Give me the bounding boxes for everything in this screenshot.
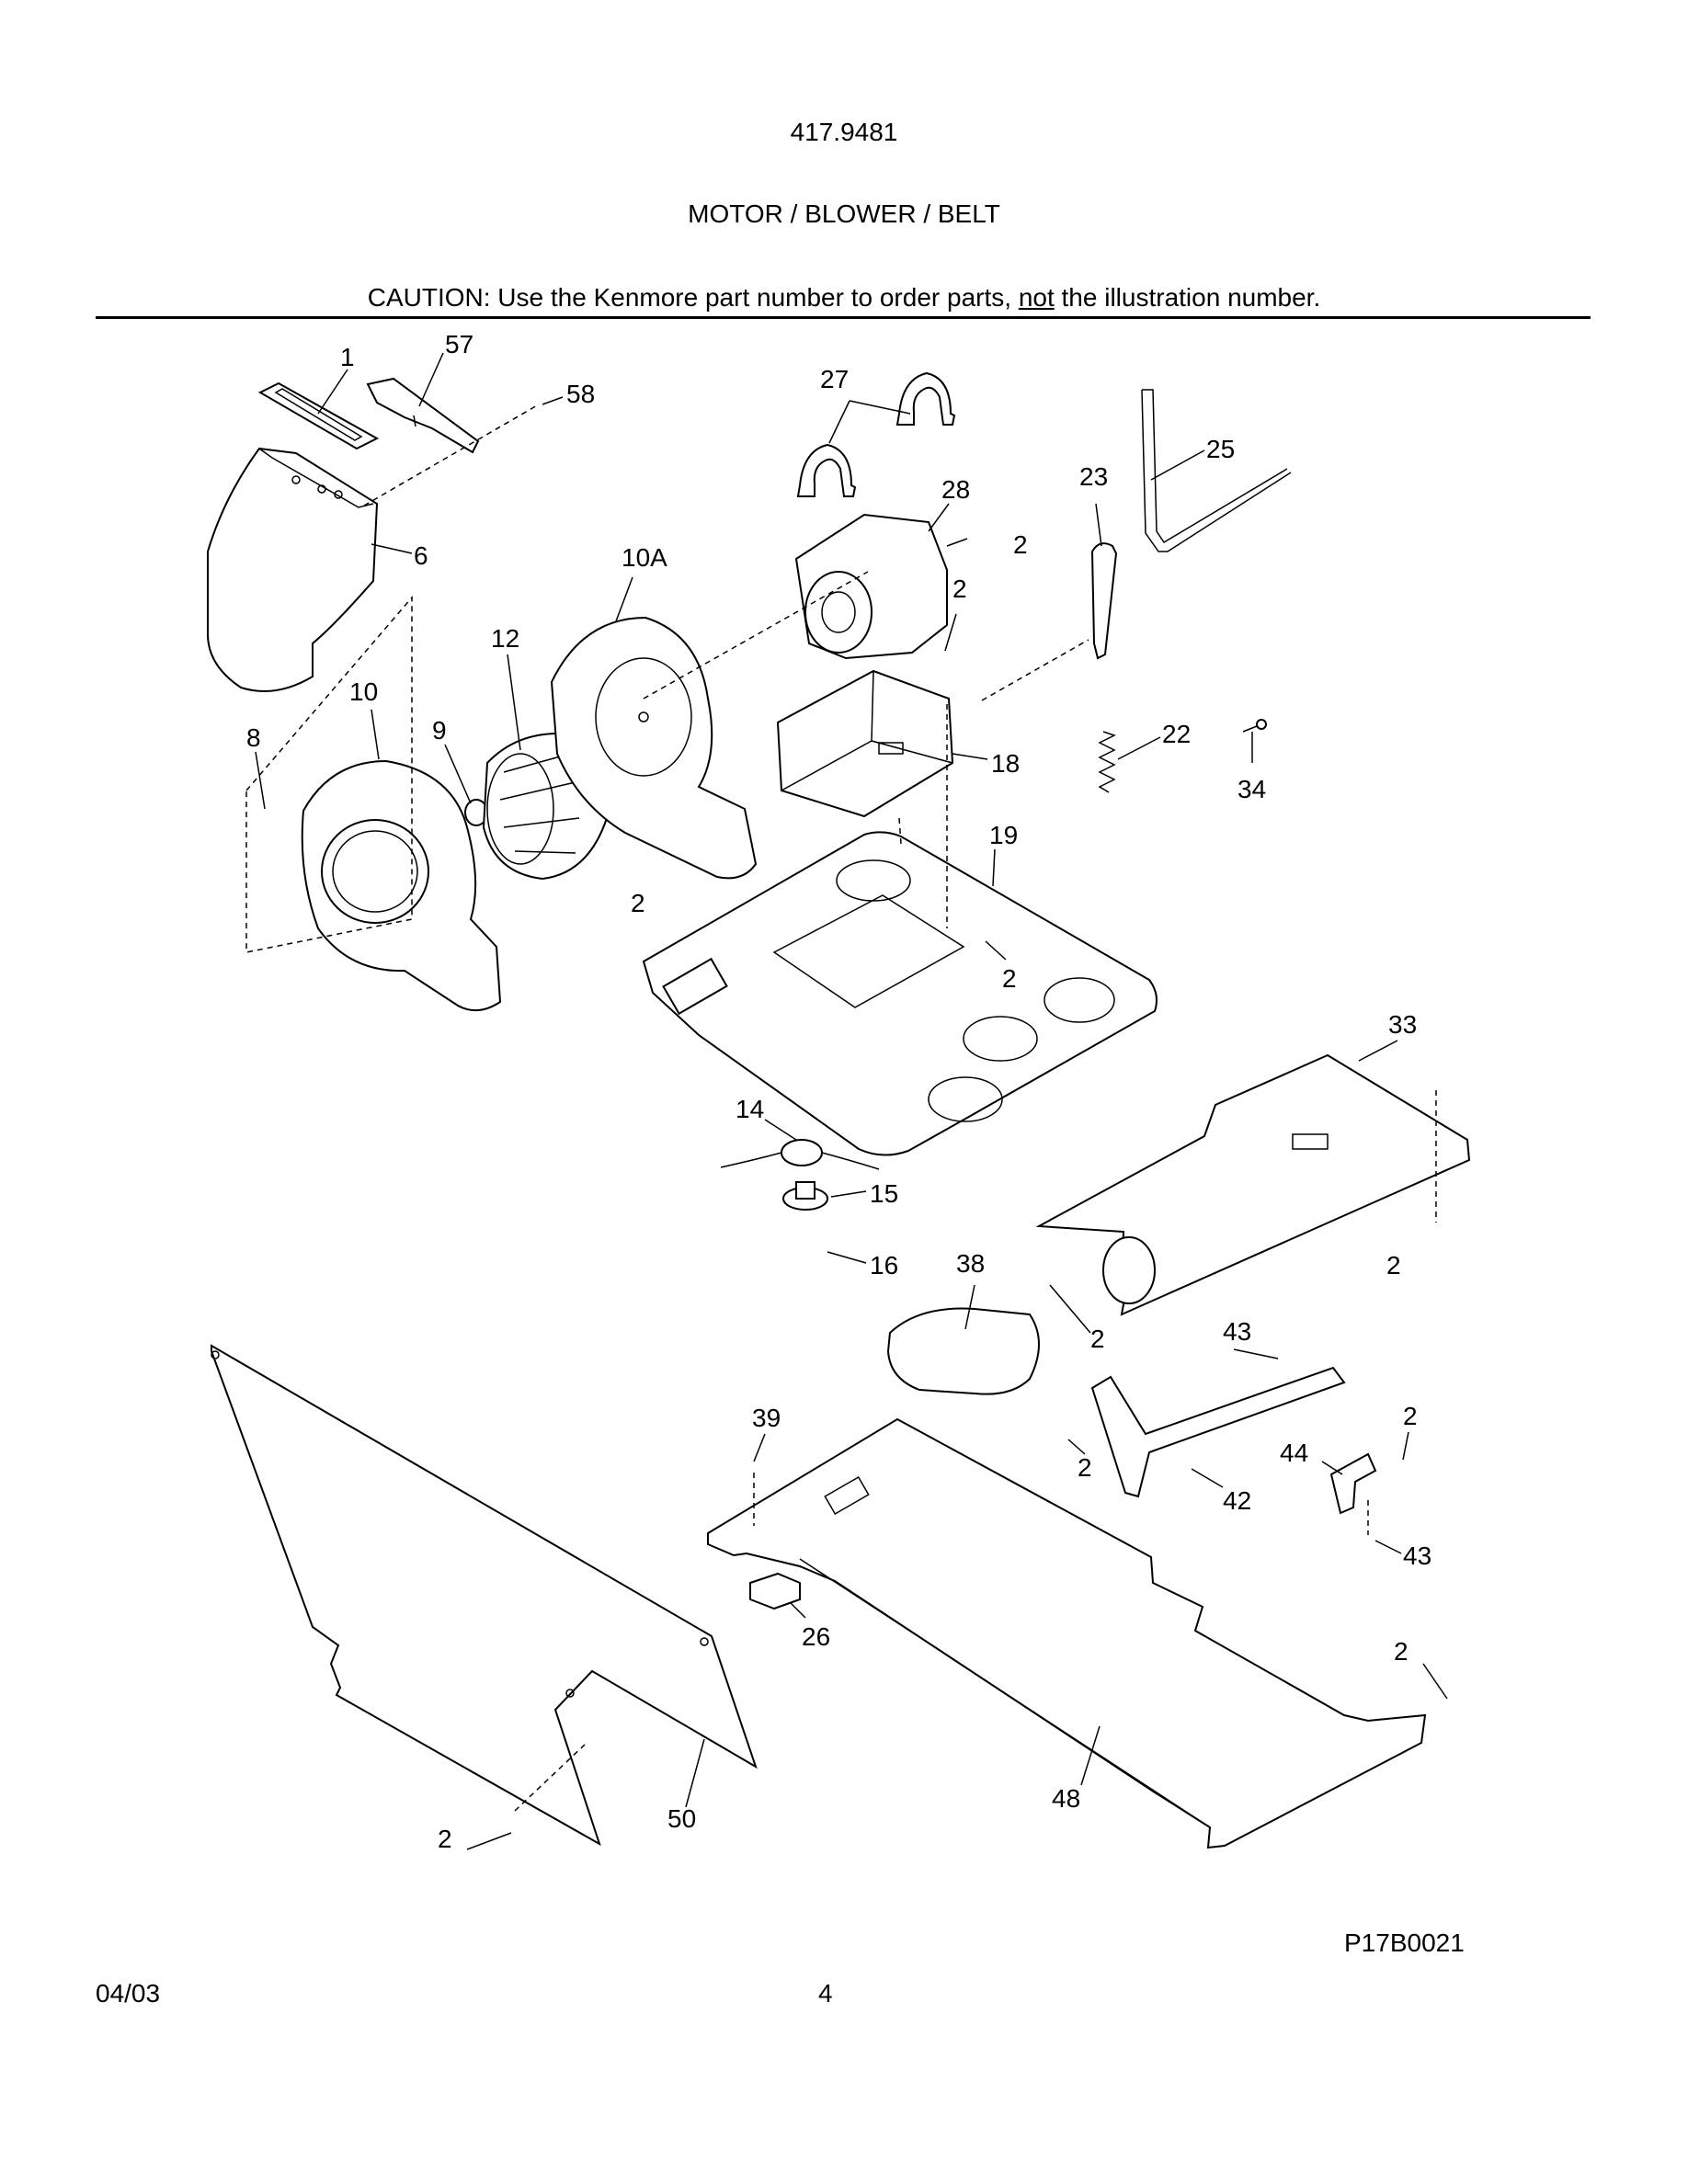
part-15-thermostat-base	[782, 1181, 828, 1211]
page-number: 4	[818, 1979, 833, 2008]
callout: 9	[432, 716, 447, 745]
part-14-thermostat	[720, 1139, 880, 1170]
callout: 15	[870, 1179, 898, 1208]
part-25-belt	[1141, 389, 1292, 552]
callout: 19	[989, 821, 1018, 849]
callout: 42	[1223, 1486, 1251, 1515]
page-title: MOTOR / BLOWER / BELT	[688, 199, 1000, 228]
part-57-bracket	[366, 377, 480, 454]
callout: 2	[1394, 1637, 1409, 1666]
part-27-clamps	[796, 371, 956, 497]
part-38-elbow-duct	[886, 1307, 1040, 1395]
callout: 48	[1052, 1784, 1080, 1813]
leader-lines	[255, 352, 1448, 1850]
alignment-lines	[245, 404, 1437, 1812]
revision-date: 04/03	[96, 1979, 161, 2008]
callout: 2	[952, 574, 967, 603]
callout: 12	[491, 624, 519, 653]
callout: 25	[1206, 435, 1235, 463]
callout: 10	[349, 677, 378, 706]
part-6-exhaust-duct	[207, 447, 379, 692]
callout: 23	[1079, 462, 1108, 491]
part-10-blower-housing	[301, 759, 502, 1012]
callout: 8	[246, 723, 261, 752]
callout: 2	[631, 889, 645, 917]
part-42-bracket	[1090, 1366, 1346, 1498]
part-48-base-panel	[707, 1417, 1427, 1849]
part-34-screw	[1242, 719, 1267, 733]
part-19-base	[642, 831, 1158, 1156]
caution-note: CAUTION: Use the Kenmore part number to …	[0, 283, 1688, 313]
part-28-motor	[794, 513, 968, 660]
callout: 2	[438, 1825, 452, 1853]
part-22-spring	[1098, 731, 1116, 793]
callout: 16	[870, 1251, 898, 1280]
callout: 26	[802, 1622, 830, 1651]
callout: 22	[1162, 720, 1191, 748]
callout: 44	[1280, 1439, 1308, 1467]
callout: 43	[1223, 1317, 1251, 1346]
part-26-block	[749, 1572, 801, 1610]
callout: 6	[414, 541, 428, 570]
callout: 2	[1090, 1325, 1105, 1353]
callout: 2	[1386, 1251, 1401, 1280]
part-10a-blower-cover	[550, 616, 758, 880]
callout: 2	[1002, 964, 1017, 993]
callout: 2	[1013, 530, 1028, 559]
callout: 58	[566, 380, 595, 408]
callout: 50	[667, 1804, 696, 1833]
caution-emphasis: not	[1018, 283, 1055, 312]
part-50-panel	[211, 1344, 758, 1847]
callout: 38	[956, 1249, 985, 1278]
callout: 27	[820, 365, 849, 393]
header-rule	[96, 316, 1591, 319]
part-23-idler-arm	[1090, 542, 1118, 660]
part-1-strip	[257, 381, 380, 450]
part-33-duct-bracket	[1035, 1053, 1471, 1316]
callout: 10A	[622, 543, 667, 572]
callout: 43	[1403, 1541, 1431, 1570]
part-18-motor-mount	[776, 669, 954, 818]
callout: 2	[1403, 1402, 1418, 1430]
part-44-clip	[1329, 1452, 1377, 1515]
callout: 2	[1078, 1453, 1092, 1482]
callout: 14	[736, 1095, 764, 1123]
caution-text-end: the illustration number.	[1054, 283, 1321, 312]
callout: 33	[1388, 1010, 1417, 1039]
callout: 18	[991, 749, 1020, 778]
caution-text: CAUTION: Use the Kenmore part number to …	[367, 283, 1019, 312]
callout: 28	[941, 475, 970, 504]
callout: 1	[340, 343, 355, 371]
callout: 34	[1237, 775, 1266, 803]
callout: 39	[752, 1404, 781, 1432]
callout: 57	[445, 330, 473, 358]
drawing-code: P17B0021	[1344, 1928, 1465, 1957]
model-number: 417.9481	[790, 118, 898, 146]
